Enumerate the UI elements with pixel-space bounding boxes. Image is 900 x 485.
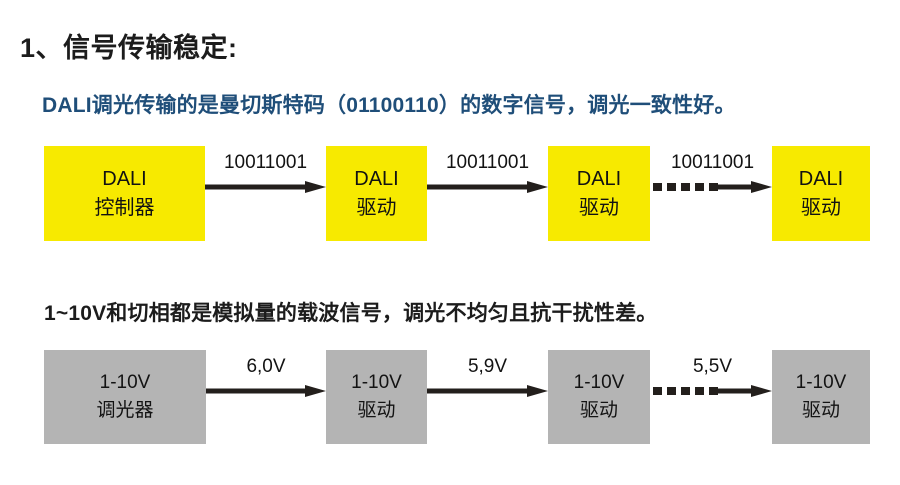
analog-node-driver-3[interactable]: 1-10V 驱动 <box>772 350 870 444</box>
arrow-solid-icon <box>205 181 326 193</box>
arrow-dashed-icon <box>653 181 772 193</box>
node-line-1: 1-10V <box>795 372 847 394</box>
dali-caption: DALI调光传输的是曼切斯特码（01100110）的数字信号，调光一致性好。 <box>42 94 736 117</box>
analog-connector-2-label: 5,9V <box>467 356 508 377</box>
dali-connector-2: 10011001 <box>427 152 548 197</box>
analog-node-driver-2[interactable]: 1-10V 驱动 <box>548 350 650 444</box>
dali-node-controller[interactable]: DALI 控制器 <box>44 146 205 241</box>
analog-node-driver-1[interactable]: 1-10V 驱动 <box>326 350 427 444</box>
node-line-2: 驱动 <box>579 196 619 219</box>
analog-connector-1-label: 6,0V <box>246 356 286 377</box>
node-line-2: 调光器 <box>96 400 154 421</box>
dali-node-driver-2[interactable]: DALI 驱动 <box>548 146 650 241</box>
node-line-2: 驱动 <box>357 400 396 421</box>
arrow-solid-icon <box>427 385 548 397</box>
analog-caption: 1~10V和切相都是模拟量的载波信号，调光不均匀且抗干扰性差。 <box>44 302 658 325</box>
node-line-2: 驱动 <box>356 196 397 219</box>
arrow-dashed-icon <box>653 385 772 397</box>
analog-connector-3-label: 5,5V <box>692 356 733 377</box>
node-line-1: DALI <box>354 167 399 190</box>
analog-connector-2: 5,9V <box>427 356 548 401</box>
dali-node-driver-1[interactable]: DALI 驱动 <box>326 146 427 241</box>
dali-connector-3: 10011001 <box>653 152 772 197</box>
dali-node-driver-3[interactable]: DALI 驱动 <box>772 146 870 241</box>
node-line-2: 控制器 <box>94 196 155 219</box>
node-line-1: DALI <box>798 167 844 190</box>
analog-node-dimmer[interactable]: 1-10V 调光器 <box>44 350 206 444</box>
node-line-1: DALI <box>102 167 147 190</box>
dali-connector-3-label: 10011001 <box>670 152 755 173</box>
node-line-2: 驱动 <box>801 400 840 421</box>
node-line-2: 驱动 <box>801 196 841 219</box>
analog-connector-1: 6,0V <box>206 356 326 401</box>
node-line-1: 1-10V <box>99 372 151 394</box>
arrow-solid-icon <box>427 181 548 193</box>
analog-connector-3: 5,5V <box>653 356 772 401</box>
page-title: 1、信号传输稳定: <box>20 33 238 63</box>
dali-connector-1: 10011001 <box>205 152 326 197</box>
node-line-1: 1-10V <box>573 372 625 394</box>
node-line-1: 1-10V <box>351 372 402 394</box>
dali-connector-2-label: 10011001 <box>445 152 530 173</box>
node-line-2: 驱动 <box>579 400 618 421</box>
dali-connector-1-label: 10011001 <box>223 152 308 173</box>
arrow-solid-icon <box>206 385 326 397</box>
node-line-1: DALI <box>576 167 622 190</box>
